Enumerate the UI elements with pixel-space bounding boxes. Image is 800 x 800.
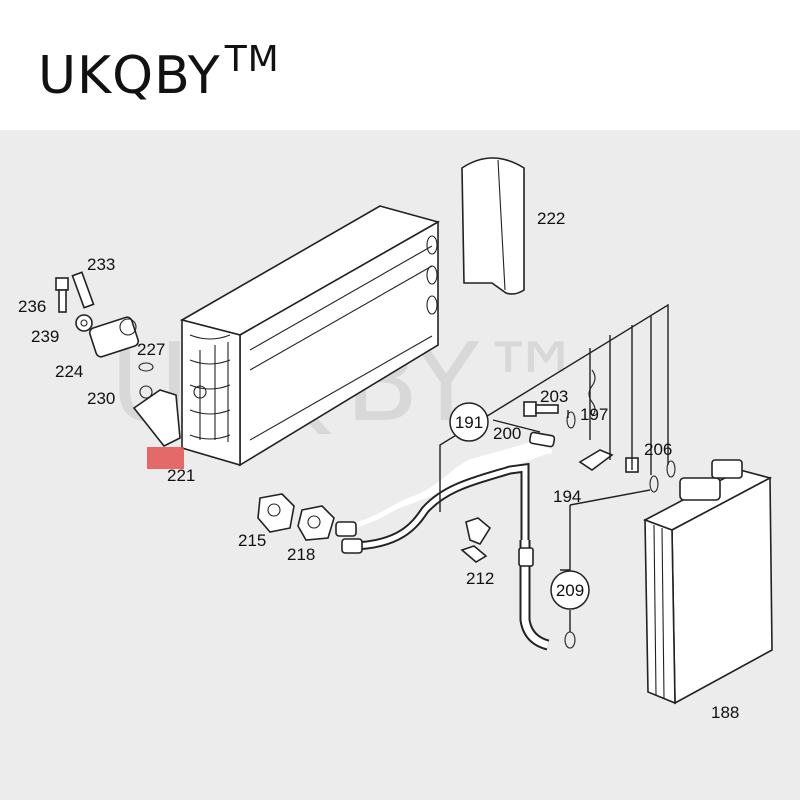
label-233: 233 — [87, 255, 115, 274]
trademark-mark: TM — [224, 39, 280, 80]
part-197-clip — [588, 369, 596, 417]
part-209-washer — [564, 631, 576, 649]
label-230: 230 — [87, 389, 115, 408]
part-200-fitting — [528, 431, 556, 448]
part-188-heater-core — [643, 459, 773, 705]
label-200: 200 — [493, 424, 521, 443]
label-221: 221 — [167, 466, 195, 485]
label-206: 206 — [644, 440, 672, 459]
part-194-bracket — [578, 449, 614, 471]
callout-191: 191 — [449, 402, 489, 442]
part-203-bolt — [523, 401, 576, 429]
label-215: 215 — [238, 531, 266, 550]
label-236: 236 — [18, 297, 46, 316]
part-218-flange — [297, 505, 335, 541]
part-233-stud — [71, 271, 95, 309]
label-239: 239 — [31, 327, 59, 346]
part-236-bolt — [55, 277, 69, 313]
part-224-valve — [88, 316, 140, 358]
label-194: 194 — [553, 487, 581, 506]
label-188: 188 — [711, 703, 739, 722]
refrigerant-pipes — [335, 442, 553, 651]
svg-text:209: 209 — [556, 581, 584, 600]
label-224: 224 — [55, 362, 83, 381]
svg-text:191: 191 — [455, 413, 483, 432]
label-212: 212 — [466, 569, 494, 588]
label-203: 203 — [540, 387, 568, 406]
brand-name: UKQBY — [38, 46, 221, 106]
part-215-gasket — [257, 493, 295, 533]
evaporator-unit — [179, 205, 441, 467]
callout-209: 209 — [550, 570, 590, 610]
part-222-cover — [461, 157, 525, 295]
part-230-bracket — [132, 385, 181, 448]
highlight-marker — [147, 447, 184, 469]
part-227-ring — [138, 362, 154, 372]
label-222: 222 — [537, 209, 565, 228]
label-227: 227 — [137, 340, 165, 359]
leader-lines — [439, 303, 669, 632]
part-239-nut — [75, 314, 93, 332]
label-197: 197 — [580, 405, 608, 424]
part-212-clamp — [460, 517, 492, 563]
label-218: 218 — [287, 545, 315, 564]
